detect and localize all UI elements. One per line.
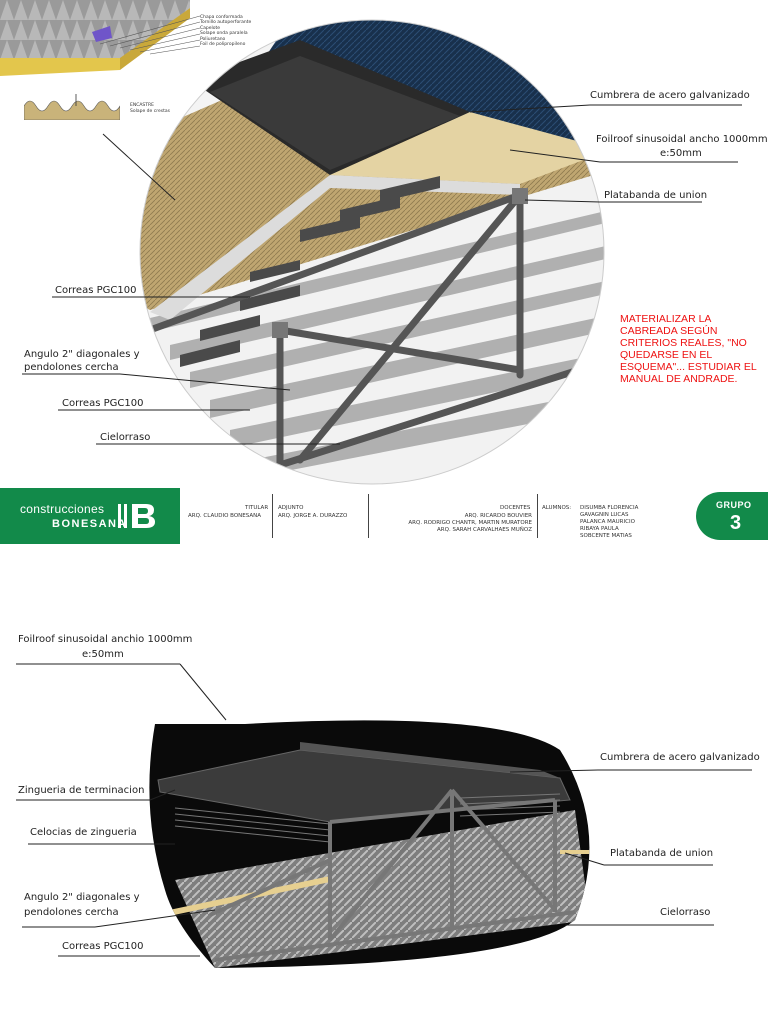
docentes-list: ARQ. RICARDO BOUVIER ARQ. RODRIGO CHANTR… xyxy=(400,513,532,534)
label-correas-top-2: Correas PGC100 xyxy=(62,398,144,409)
grupo-badge: GRUPO 3 xyxy=(696,492,768,540)
title-block-divider xyxy=(272,494,273,538)
title-block: construcciones BONESANA TITULAR ARQ. CLA… xyxy=(0,488,768,544)
alumno-name: SOBCENTE MATIAS xyxy=(580,533,632,539)
top-leader-lines xyxy=(22,104,742,445)
brand-line1: construcciones xyxy=(20,502,105,516)
label-angulo-bottom-line1: Angulo 2" diagonales y xyxy=(24,892,140,903)
label-foilroof-top-line1: Foilroof sinusoidal ancho 1000mm xyxy=(596,134,768,145)
title-block-divider xyxy=(368,494,369,538)
brand-line2: BONESANA xyxy=(52,518,127,530)
inset-legend-item: Capelote xyxy=(200,25,221,31)
docente-name: ARQ. RODRIGO CHANTR, MARTIN MURATORE xyxy=(408,520,532,526)
label-angulo-top-line2: pendolones cercha xyxy=(24,362,119,373)
titular-label: TITULAR xyxy=(245,505,269,511)
label-correas-top-1: Correas PGC100 xyxy=(55,285,137,296)
roof-detail-bottom xyxy=(149,720,590,968)
title-block-divider xyxy=(537,494,538,538)
label-correas-bottom: Correas PGC100 xyxy=(62,941,144,952)
adjunto-name: ARQ. JORGE A. DURAZZO xyxy=(278,513,348,519)
alumno-name: GAVAGNIN LUCAS xyxy=(580,512,629,518)
label-celocias: Celocias de zingueria xyxy=(30,827,137,838)
label-cumbrera-top: Cumbrera de acero galvanizado xyxy=(590,90,750,101)
label-zingueria: Zingueria de terminacion xyxy=(18,785,145,796)
label-platabanda-top: Platabanda de union xyxy=(604,190,708,201)
alumno-name: DISUMBA FLORENCIA xyxy=(580,505,639,511)
encastre-subtitle: Solape de crestas xyxy=(130,109,170,114)
bottom-leader-lines xyxy=(16,663,752,957)
brand-logo-icon xyxy=(118,504,155,528)
label-cielorraso-top: Cielorraso xyxy=(100,432,151,443)
label-cumbrera-bottom: Cumbrera de acero galvanizado xyxy=(600,752,760,763)
inset-leader-lines xyxy=(100,15,201,55)
grupo-number: 3 xyxy=(730,512,742,534)
alumnos-label: ALUMNOS: xyxy=(542,505,572,511)
docente-name: ARQ. SARAH CARVALHAES MUÑOZ xyxy=(437,527,532,533)
inset-legend-item: Tornillo autoperforante xyxy=(200,20,252,26)
label-foilroof-top-line2: e:50mm xyxy=(660,148,702,159)
inset-legend-item: Chapa conformada xyxy=(200,15,243,20)
alumno-name: PALANCA MAURICIO xyxy=(580,519,635,525)
grupo-label: GRUPO xyxy=(716,500,752,510)
alumnos-list: DISUMBA FLORENCIA GAVAGNIN LUCAS PALANCA… xyxy=(580,505,638,540)
adjunto-label: ADJUNTO xyxy=(278,505,304,511)
review-note: MATERIALIZAR LA CABREADA SEGÚN CRITERIOS… xyxy=(620,313,757,385)
alumno-name: RIBAYA PAULA xyxy=(580,526,619,532)
label-foilroof-bottom-line2: e:50mm xyxy=(82,649,124,660)
titular-name: ARQ. CLAUDIO BONESANA xyxy=(188,513,261,519)
brand-panel: construcciones BONESANA xyxy=(0,488,180,544)
label-angulo-bottom-line2: pendolones cercha xyxy=(24,907,119,918)
encastre-illustration xyxy=(24,94,120,120)
docente-name: ARQ. RICARDO BOUVIER xyxy=(464,513,532,519)
inset-legend: Chapa conformada Tornillo autoperforante… xyxy=(200,15,251,47)
label-angulo-top-line1: Angulo 2" diagonales y xyxy=(24,349,140,360)
label-foilroof-bottom-line1: Foilroof sinusoidal anchio 1000mm xyxy=(18,634,193,645)
inset-legend-item: Poliuretano xyxy=(200,36,226,42)
inset-legend-item: Foil de polipropileno xyxy=(200,42,246,48)
encastre-title: ENCASTRE xyxy=(130,103,155,108)
inset-legend-item: Solape onda paralela xyxy=(200,31,248,37)
docentes-label: DOCENTES xyxy=(500,505,531,511)
roof-detail-top xyxy=(139,19,605,485)
label-platabanda-bottom: Platabanda de union xyxy=(610,848,714,859)
label-cielorraso-bottom: Cielorraso xyxy=(660,907,711,918)
